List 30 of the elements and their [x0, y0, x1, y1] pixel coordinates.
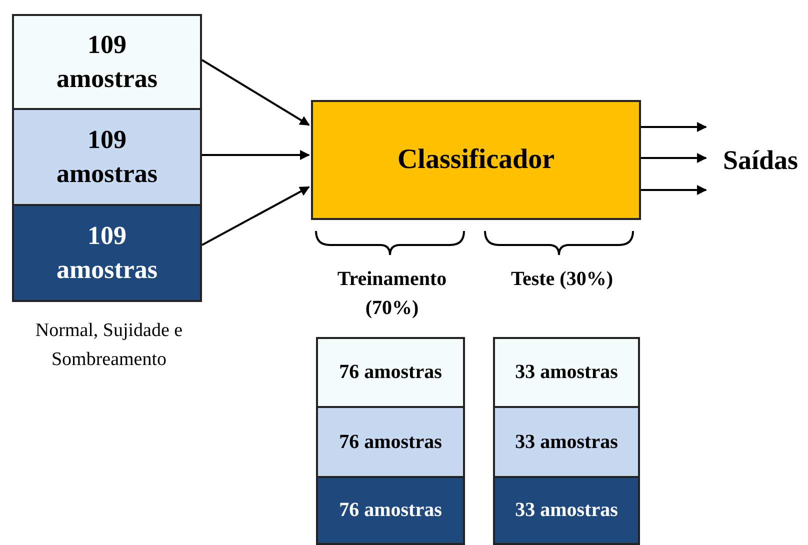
- split-label: Treinamento (70%): [336, 267, 448, 321]
- sample-box: [12, 206, 202, 302]
- box-text: 76 amostras: [339, 360, 442, 385]
- sample-box: [12, 14, 202, 110]
- sample-box: [12, 110, 202, 206]
- arrow: [641, 153, 707, 163]
- box-text: 33 amostras: [515, 430, 618, 454]
- arrow: [201, 59, 310, 126]
- split-label: Teste (30%): [510, 267, 614, 292]
- box-text: 33 amostras: [515, 360, 618, 385]
- arrow: [641, 185, 707, 195]
- arrow: [202, 150, 310, 160]
- group-caption: Normal, Sujidade e Sombreamento: [34, 319, 184, 372]
- arrow: [202, 186, 310, 246]
- box-text: 76 amostras: [339, 430, 442, 454]
- box-text: 33 amostras: [515, 498, 618, 523]
- box-text: 76 amostras: [339, 498, 442, 523]
- sample-box: [493, 408, 640, 478]
- box-text: 109 amostras: [55, 220, 159, 286]
- sample-box: [493, 337, 640, 408]
- arrow: [641, 122, 707, 132]
- sample-box: [316, 478, 465, 545]
- sample-box: [493, 478, 640, 545]
- classifier-box: [311, 100, 641, 220]
- box-text: Classificador: [397, 143, 555, 177]
- sample-box: [316, 408, 465, 478]
- box-text: Saídas: [722, 144, 798, 177]
- sample-box: [316, 337, 465, 408]
- box-text: 109 amostras: [55, 29, 159, 95]
- box-text: 109 amostras: [55, 124, 159, 190]
